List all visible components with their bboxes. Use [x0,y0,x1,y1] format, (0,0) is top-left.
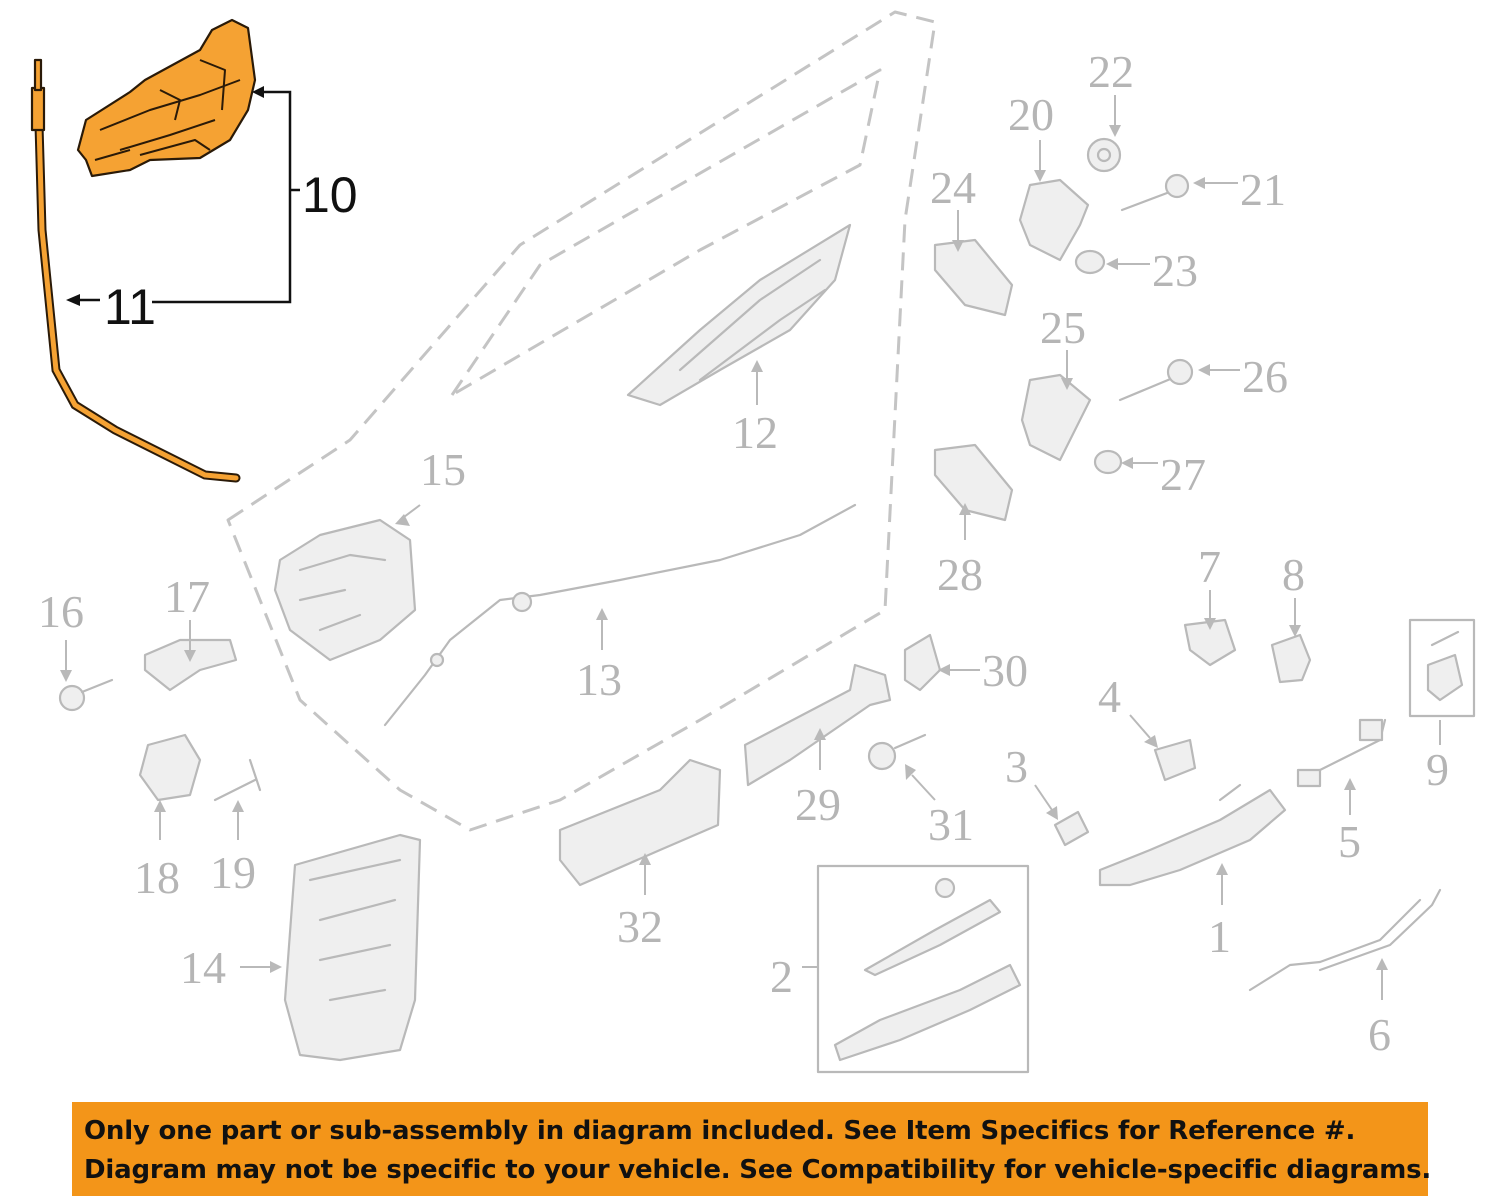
callout-10: 10 [302,167,358,223]
callout-3: 3 [1005,741,1028,792]
part-7-sensor [1183,618,1237,667]
callout-18: 18 [134,852,180,903]
part-29-check-strap [743,663,892,787]
part-16-bolt [58,678,114,712]
part-19-bolt [213,758,262,802]
callout-32: 32 [617,901,663,952]
part-18-striker [138,733,202,802]
callout-21: 21 [1240,164,1286,215]
part-13-inner-cable [383,503,857,727]
callout-11: 11 [104,279,156,335]
part-26-bolt [1118,358,1194,402]
part-30-gasket [903,633,942,692]
callout-26: 26 [1242,351,1288,402]
callout-12: 12 [732,407,778,458]
part-25-hinge [1020,373,1092,462]
callout-9: 9 [1426,744,1449,795]
callout-4: 4 [1098,671,1121,722]
part-23-cap [1074,249,1106,275]
part-24-plate [933,238,1014,317]
part-28-plate [933,443,1014,522]
callout-7: 7 [1198,541,1221,592]
part-27-cap [1093,449,1123,475]
part-4-pad [1153,738,1197,782]
callout-15: 15 [420,444,466,495]
disclaimer-line-2: Diagram may not be specific to your vehi… [84,1155,1432,1185]
part-6-handle-trim [1248,888,1442,992]
callout-31: 31 [928,799,974,850]
callout-13: 13 [576,654,622,705]
door-outline [226,10,937,832]
part-2-kit-box [816,864,1030,1074]
window-outline [450,68,882,397]
callout-22: 22 [1088,46,1134,97]
callout-27: 27 [1160,449,1206,500]
disclaimer-line-1: Only one part or sub-assembly in diagram… [84,1116,1356,1146]
callout-29: 29 [795,779,841,830]
part-31-bolt [867,733,927,771]
part-3-clip [1053,810,1090,847]
callout-24: 24 [930,162,976,213]
part-10-lock-actuator [76,18,257,178]
part-32-door-check [558,758,722,887]
part-20-hinge [1018,178,1090,262]
callout-17: 17 [164,571,210,622]
grey-callouts: 1 2 3 4 5 6 7 8 9 12 13 14 15 16 17 18 1… [38,46,1449,1060]
leader-10-11 [152,90,292,304]
callout-6: 6 [1368,1009,1391,1060]
callout-19: 19 [210,847,256,898]
callout-30: 30 [982,645,1028,696]
part-9-kit-box [1408,618,1476,718]
part-12-window-regulator [626,223,852,407]
callout-14: 14 [180,942,226,993]
part-14-door-module [283,833,422,1062]
part-5-harness [1296,718,1387,788]
part-8-cover [1270,633,1312,684]
callout-23: 23 [1152,245,1198,296]
callout-20: 20 [1008,89,1054,140]
callout-25: 25 [1040,302,1086,353]
part-21-bolt [1120,173,1190,212]
callout-28: 28 [937,549,983,600]
callout-2: 2 [770,951,793,1002]
callout-5: 5 [1338,816,1361,867]
callout-1: 1 [1208,911,1231,962]
callout-8: 8 [1282,549,1305,600]
part-17-bracket [143,638,238,692]
callout-16: 16 [38,586,84,637]
part-11-cable [30,58,241,483]
part-1-outer-handle [1098,783,1287,887]
disclaimer-banner: Only one part or sub-assembly in diagram… [72,1102,1432,1196]
part-22-nut [1086,137,1122,173]
grey-leaders [60,95,1441,1000]
part-15-door-latch [273,518,417,662]
